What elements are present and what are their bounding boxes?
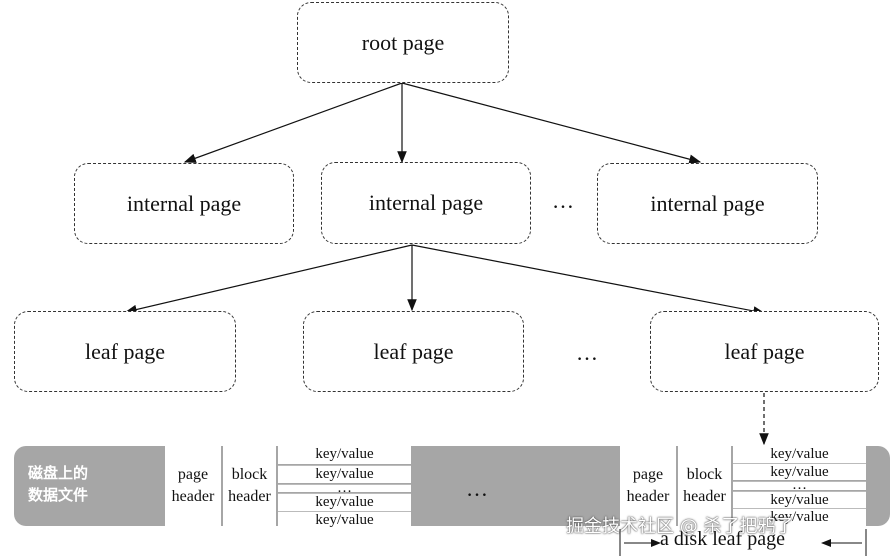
leaf-page-label: leaf page [85, 338, 165, 364]
leaf-page-label: leaf page [373, 338, 454, 364]
kv-row: key/value [278, 465, 411, 483]
page-header-cell-2: page header [620, 446, 676, 526]
internal-page-label: internal page [368, 190, 484, 215]
edge-root-internal-1 [183, 82, 403, 163]
block-header-line-2: header [228, 488, 271, 505]
page-header-line-1: page [177, 466, 209, 483]
root-page-label: root page [361, 29, 445, 55]
leaf-page-node-1: leaf page [14, 311, 236, 392]
internal-page-label: internal page [650, 190, 765, 216]
page-header-line-2: header [171, 488, 215, 505]
leaf-ellipsis: … [576, 340, 598, 365]
leaf-page-label: leaf page [724, 338, 805, 364]
leaf-page-node-2: leaf page [303, 311, 524, 392]
internal-page-label: internal page [126, 190, 242, 216]
disk-label-line-1: 磁盘上的 [28, 464, 89, 482]
internal-ellipsis: … [552, 188, 574, 213]
block-header-line-1: block [686, 466, 723, 483]
kv-row: key/value [733, 491, 866, 508]
watermark: 掘金技术社区 @ 杀了把鸦了 [566, 516, 794, 537]
disk-label-line-2: 数据文件 [28, 486, 89, 504]
kv-row: key/value [733, 446, 866, 463]
internal-page-node-3: internal page [597, 163, 818, 244]
edge-root-internal-3 [401, 82, 702, 164]
kv-row: key/value [733, 508, 866, 526]
block-header-cell-1: block header [223, 446, 276, 526]
edge-internal-leaf-1 [124, 244, 413, 315]
disk-middle-ellipsis: … [466, 476, 488, 501]
disk-label: 磁盘上的 数据文件 [28, 462, 158, 506]
page-header-cell-1: page header [165, 446, 221, 526]
kv-dots: … [278, 481, 411, 496]
block-header-line-2: header [683, 488, 726, 505]
page-header-line-1: page [632, 466, 664, 483]
kv-row: key/value [733, 463, 866, 480]
leaf-page-node-3: leaf page [650, 311, 879, 392]
kv-row: key/value [278, 511, 411, 528]
kv-row: key/value [278, 493, 411, 511]
page-header-line-2: header [626, 488, 670, 505]
internal-page-node-1: internal page [74, 163, 294, 244]
edge-internal-leaf-3 [411, 244, 766, 316]
block-header-line-1: block [231, 466, 268, 483]
kv-row: key/value [278, 446, 411, 464]
root-page-node: root page [297, 2, 509, 83]
internal-page-node-2: internal page [321, 162, 531, 244]
kv-dots: … [733, 478, 866, 493]
block-header-cell-2: block header [678, 446, 731, 526]
disk-leaf-page-caption: a disk leaf page [660, 528, 785, 550]
